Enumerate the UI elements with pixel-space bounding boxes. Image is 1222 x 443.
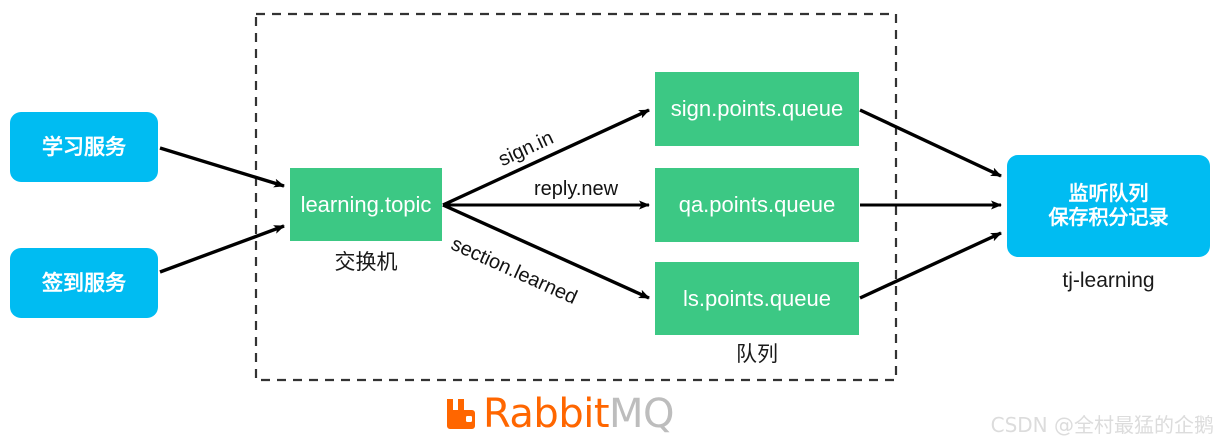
rabbitmq-logo: Rabbit MQ [444,390,675,438]
rabbitmq-logo-primary: Rabbit [483,391,610,437]
node-queue-qa-points[interactable]: qa.points.queue [655,168,859,242]
arrow-ls-queue-to-consumer [859,231,1002,300]
arrow-signin-service-to-exchange [159,224,285,274]
queues-caption: 队列 [736,342,778,366]
arrow-learning-service-to-exchange [159,146,285,188]
node-queue-ls-points[interactable]: ls.points.queue [655,262,859,335]
node-consumer[interactable]: 监听队列 保存积分记录 [1007,155,1210,257]
node-signin-service[interactable]: 签到服务 [10,248,158,318]
node-exchange[interactable]: learning.topic [290,168,442,241]
watermark: CSDN @全村最猛的企鹅 [990,413,1214,437]
rabbit-icon [444,397,478,431]
node-queue-qa-points-label: qa.points.queue [678,192,836,218]
node-queue-sign-points[interactable]: sign.points.queue [655,72,859,146]
routing-key-reply-new: reply.new [534,178,619,200]
consumer-caption: tj-learning [1062,269,1155,292]
arrow-sign-queue-to-consumer [859,108,1002,178]
node-learning-service[interactable]: 学习服务 [10,112,158,182]
node-consumer-line2: 保存积分记录 [1048,205,1169,229]
routing-key-section-learned: section.learned [447,233,581,309]
rabbitmq-logo-secondary: MQ [609,391,675,437]
node-queue-ls-points-label: ls.points.queue [683,285,831,311]
node-exchange-label: learning.topic [300,191,432,217]
exchange-caption: 交换机 [334,250,398,274]
routing-key-sign-in: sign.in [495,126,557,172]
node-queue-sign-points-label: sign.points.queue [670,96,844,122]
node-learning-service-label: 学习服务 [42,134,126,159]
node-signin-service-label: 签到服务 [42,270,126,295]
node-consumer-line1: 监听队列 [1068,181,1149,206]
